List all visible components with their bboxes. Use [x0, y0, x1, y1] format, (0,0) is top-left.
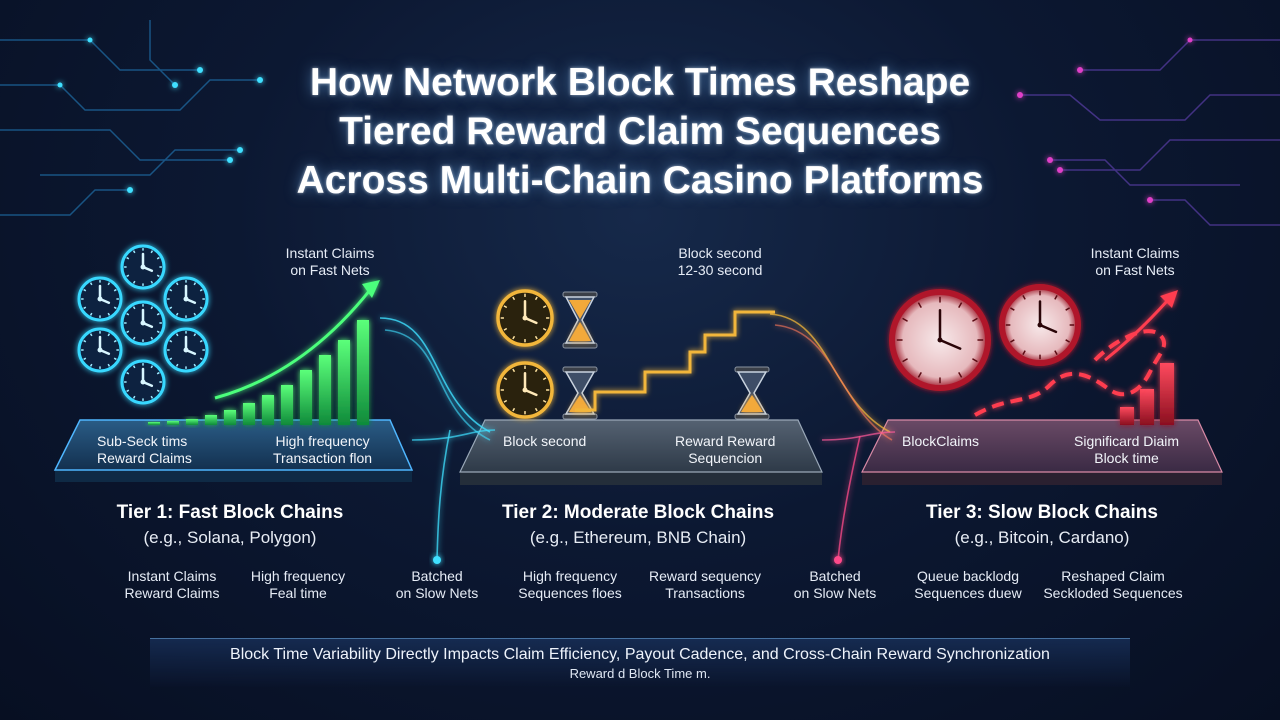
tier3-bars: [1120, 363, 1174, 425]
flow-lines-tier2-to-tier3: [769, 313, 896, 561]
frequency-bar: [338, 340, 350, 425]
hourglass-icon: [562, 291, 598, 349]
tier2-title: Tier 2: Moderate Block Chains: [501, 502, 775, 523]
circuit-traces-left: [0, 20, 260, 216]
clock-icon: [120, 300, 166, 346]
frequency-bar: [1120, 407, 1134, 425]
page-title: How Network Block Times Reshape Tiered R…: [140, 58, 1140, 205]
frequency-bar: [1140, 389, 1154, 425]
trend-arrow-icon: [214, 289, 372, 400]
frequency-bar: [167, 421, 179, 425]
title-line-3: Across Multi-Chain Casino Platforms: [296, 159, 984, 202]
bottom-label-8: Reshaped Claim Seckloded Sequences: [1043, 568, 1183, 601]
trend-arrow-icon-head: [1160, 290, 1178, 308]
tier3-platform-label-left: BlockClaims: [902, 433, 980, 449]
frequency-bar: [300, 370, 312, 425]
bottom-label-5: Reward sequency Transactions: [648, 568, 762, 601]
clock-icon: [120, 359, 166, 405]
frequency-bar: [1160, 363, 1174, 425]
clock-icon: [77, 276, 123, 322]
clock-icon: [889, 289, 991, 391]
trend-arrow-icon-head: [362, 280, 380, 298]
callout-instant-claims-right: Instant Claims on Fast Nets: [1090, 245, 1180, 278]
tier3-clocks: [889, 284, 1081, 391]
clock-icon: [163, 327, 209, 373]
tier2-step-sequence: [575, 310, 775, 412]
frequency-bar: [224, 410, 236, 425]
callout-instant-claims-left: Instant Claims on Fast Nets: [285, 245, 375, 278]
clock-icon: [120, 244, 166, 290]
tier2-clocks: [496, 289, 770, 420]
circuit-traces-right: [1020, 39, 1280, 226]
tier1-subtitle: (e.g., Solana, Polygon): [143, 528, 317, 547]
title-line-1: How Network Block Times Reshape: [309, 61, 971, 104]
banner-line-2: Reward d Block Time m.: [569, 666, 711, 681]
platform-tier2: [459, 419, 823, 485]
tier3-title: Tier 3: Slow Block Chains: [926, 502, 1158, 523]
tier3-dashed-trend: [974, 329, 1167, 417]
connector-node-right: [834, 556, 842, 564]
bottom-label-7: Queue backlodg Sequences duew: [914, 568, 1022, 601]
clock-icon: [999, 284, 1081, 366]
flow-lines-tier1-to-tier2: [379, 317, 496, 561]
frequency-bar: [186, 419, 198, 425]
circuit-nodes-left: [57, 37, 263, 193]
clock-icon: [77, 327, 123, 373]
frequency-bar: [243, 403, 255, 425]
tier3-platform-label-right: Significard Diaim Block time: [1074, 433, 1180, 466]
tier1-platform-label-right: High frequency Transaction flon: [273, 433, 373, 466]
bottom-label-2: High frequency Feal time: [250, 568, 346, 601]
frequency-bar: [319, 355, 331, 425]
tier1-platform-label-left: Sub-Seck tims Reward Claims: [97, 433, 192, 466]
tier3-subtitle: (e.g., Bitcoin, Cardano): [954, 528, 1130, 547]
title-line-2: Tiered Reward Claim Sequences: [339, 110, 941, 153]
clock-icon: [163, 276, 209, 322]
platform-tier3: [861, 419, 1223, 485]
callout-block-second: Block second 12-30 second: [677, 245, 763, 278]
frequency-bar: [357, 320, 369, 425]
tier1-title: Tier 1: Fast Block Chains: [116, 502, 344, 523]
banner-line-1: Block Time Variability Directly Impacts …: [230, 646, 1050, 663]
tier2-platform-label-left: Block second: [503, 433, 587, 449]
summary-banner: Block Time Variability Directly Impacts …: [150, 638, 1130, 687]
connector-node-left: [433, 556, 441, 564]
tier2-subtitle: (e.g., Ethereum, BNB Chain): [529, 528, 747, 547]
bottom-label-1: Instant Claims Reward Claims: [124, 568, 220, 601]
hourglass-icon: [562, 366, 598, 420]
tier2-platform-label-right: Reward Reward Sequencion: [675, 433, 776, 466]
frequency-bar: [262, 395, 274, 425]
bottom-label-3: Batched on Slow Nets: [395, 568, 479, 601]
tier1-clock-cluster: [77, 244, 209, 405]
circuit-nodes-right: [1017, 37, 1193, 203]
clock-icon: [496, 289, 554, 347]
frequency-bar: [281, 385, 293, 425]
frequency-bar: [205, 415, 217, 425]
trend-arrow-icon: [1104, 298, 1170, 362]
frequency-bar: [148, 422, 160, 425]
bottom-label-4: High frequency Sequences floes: [518, 568, 622, 601]
hourglass-icon: [734, 366, 770, 420]
tier1-frequency-bars: [148, 320, 369, 425]
bottom-label-6: Batched on Slow Nets: [793, 568, 877, 601]
clock-icon: [496, 361, 554, 419]
